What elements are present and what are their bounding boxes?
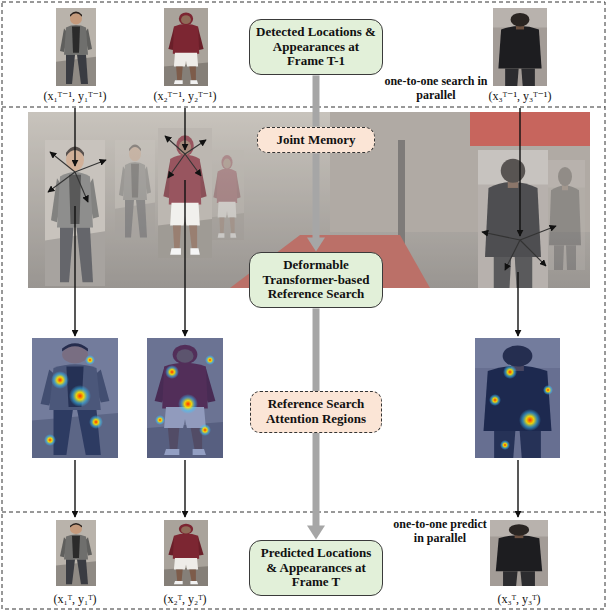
section-divider (2, 512, 605, 513)
attention-tint (147, 338, 223, 458)
attention-tint (32, 338, 118, 458)
heat-blob (44, 434, 56, 446)
predict-arrow (184, 460, 185, 517)
node-text: Joint Memory (264, 133, 368, 148)
attention-tint (475, 338, 560, 458)
flow-arrow (307, 433, 325, 540)
coordinate-label: (x₃ᵀ, y₃ᵀ) (497, 593, 540, 607)
heat-blob (178, 394, 198, 414)
flow-shaft (313, 153, 320, 238)
arrow-head (307, 238, 325, 252)
heat-blob (165, 365, 179, 379)
predict-arrow (517, 460, 518, 517)
down-arrow (184, 180, 185, 336)
heat-blob (51, 371, 69, 389)
step-note: one-to-one predict in parallel (388, 518, 492, 546)
section-divider (2, 107, 605, 108)
heat-blob (85, 355, 95, 365)
input-box: Detected Locations & Appearances at Fram… (249, 19, 383, 76)
flow-shaft (313, 433, 320, 527)
offset-arrow (505, 240, 520, 270)
predict-arrows (75, 460, 518, 517)
search-arrow (184, 108, 185, 150)
person-crop (56, 8, 96, 86)
offset-arrow (185, 140, 206, 154)
node-text: Deformable Transformer-based Reference S… (256, 258, 376, 303)
output-box: Predicted Locations & Appearances at Fra… (249, 540, 383, 597)
flow-arrow (316, 308, 317, 391)
offset-arrow (165, 136, 185, 154)
node-text: Reference Search Attention Regions (257, 397, 375, 427)
offset-arrows (48, 136, 556, 270)
person-crop (164, 520, 208, 586)
attention-crop (475, 338, 560, 458)
heat-blob (155, 415, 165, 425)
person-crop (493, 8, 547, 86)
coordinate-label: (x₁ᵀ⁻¹, y₁ᵀ⁻¹) (44, 90, 107, 104)
offset-arrow (75, 172, 88, 202)
coordinate-label: (x₂ᵀ⁻¹, y₂ᵀ⁻¹) (154, 90, 217, 104)
heat-blob (543, 385, 553, 395)
down-arrow (517, 272, 518, 336)
predict-arrow (74, 460, 75, 517)
offset-arrow (168, 154, 185, 178)
search-arrow (74, 108, 75, 166)
heat-blob (89, 415, 103, 429)
offset-arrow (482, 232, 520, 240)
offset-arrow (75, 160, 106, 172)
heat-blob (489, 394, 501, 406)
person-crop (164, 8, 208, 86)
offset-arrow (520, 226, 556, 240)
flow-shaft (313, 75, 320, 126)
step-note: one-to-one search in parallel (384, 75, 488, 103)
coordinate-label: (x₃ᵀ⁻¹, y₃ᵀ⁻¹) (489, 90, 552, 104)
offset-arrow (50, 152, 75, 172)
heat-blob (205, 355, 215, 365)
attention-crop (32, 338, 118, 458)
heat-blob (69, 385, 91, 407)
attention-person (32, 338, 118, 458)
down-arrow (74, 206, 75, 336)
flow-arrow (307, 153, 325, 251)
coordinate-label: (x₁ᵀ, y₁ᵀ) (53, 593, 96, 607)
node-text: Predicted Locations & Appearances at Fra… (256, 546, 376, 591)
node-text: Detected Locations & Appearances at Fram… (256, 25, 376, 70)
coordinate-label: (x₂ᵀ, y₂ᵀ) (163, 593, 206, 607)
flow-shaft (313, 308, 320, 391)
attention-box: Reference Search Attention Regions (250, 391, 382, 433)
search-arrows (75, 108, 520, 236)
offset-arrow (520, 240, 546, 266)
search-arrow (519, 108, 520, 236)
heat-blob (519, 409, 541, 431)
attention-person (475, 338, 560, 458)
heat-blob (199, 424, 211, 436)
person-crop (56, 520, 96, 586)
heat-blob (503, 365, 517, 379)
memory-box: Joint Memory (257, 127, 375, 154)
offset-arrow (48, 172, 75, 192)
person-crop (490, 520, 548, 586)
down-arrows (75, 180, 518, 336)
flow-arrow (316, 75, 317, 126)
process-box: Deformable Transformer-based Reference S… (249, 252, 383, 309)
attention-person (147, 338, 223, 458)
heat-blob (500, 440, 510, 450)
offset-arrow (185, 154, 201, 176)
arrow-head (307, 526, 325, 540)
attention-crop (147, 338, 223, 458)
